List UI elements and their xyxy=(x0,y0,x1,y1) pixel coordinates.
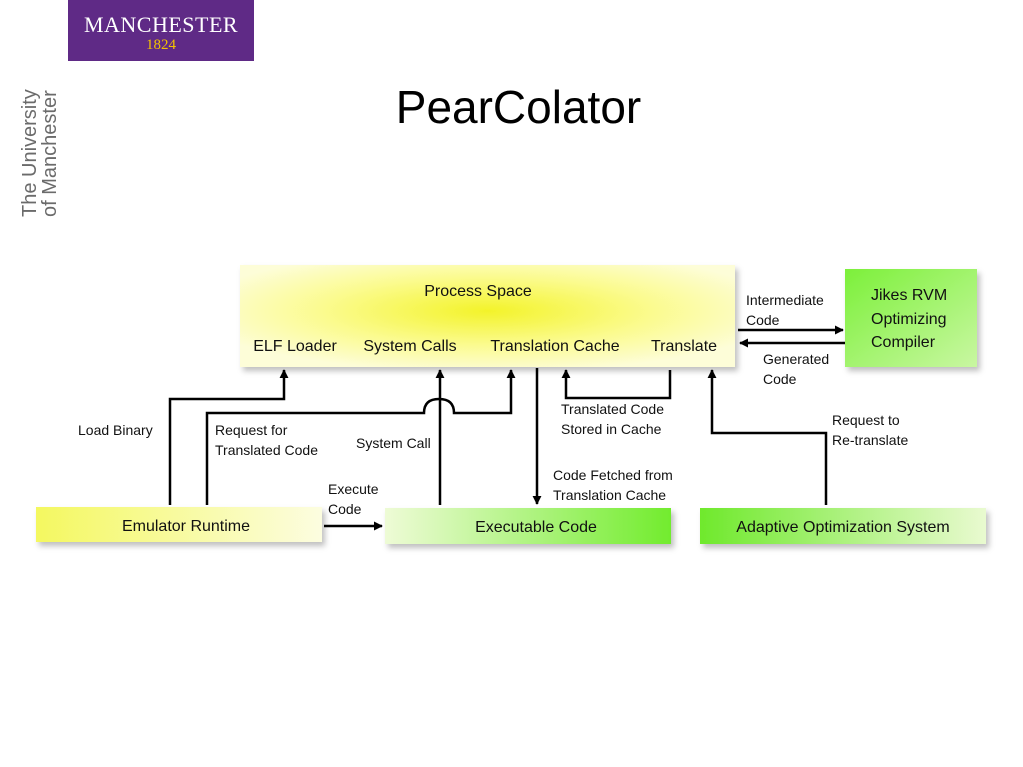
translation-cache-label: Translation Cache xyxy=(490,338,619,355)
system-call-label: System Call xyxy=(356,435,431,451)
logo-year: 1824 xyxy=(146,37,176,53)
load-binary-label: Load Binary xyxy=(78,422,153,438)
process-space-box xyxy=(240,265,735,367)
translated-stored-arrow xyxy=(561,369,672,400)
executable-code-label: Executable Code xyxy=(475,519,597,536)
intermediate-label-2: Code xyxy=(746,312,780,328)
translated-stored-label-1: Translated Code xyxy=(561,401,664,417)
university-logo: MANCHESTER 1824 xyxy=(68,0,254,61)
load-binary-arrow xyxy=(168,369,289,505)
generated-label-1: Generated xyxy=(763,351,829,367)
executable-code-box xyxy=(385,508,671,544)
adaptive-optimization-box xyxy=(700,508,986,544)
translated-stored-label-2: Stored in Cache xyxy=(561,421,662,437)
jikes-line3: Compiler xyxy=(871,334,936,351)
execute-label-1: Execute xyxy=(328,481,379,497)
jikes-line1: Jikes RVM xyxy=(871,287,947,304)
intermediate-label-1: Intermediate xyxy=(746,292,824,308)
request-translated-label-1: Request for xyxy=(215,422,288,438)
slide-title: PearColator xyxy=(395,81,642,133)
code-fetched-label-1: Code Fetched from xyxy=(553,467,673,483)
code-fetched-label-2: Translation Cache xyxy=(553,487,666,503)
adaptive-optimization-label: Adaptive Optimization System xyxy=(736,519,949,536)
retranslate-label-2: Re-translate xyxy=(832,432,908,448)
execute-label-2: Code xyxy=(328,501,362,517)
retranslate-arrow xyxy=(707,369,828,505)
retranslate-label-1: Request to xyxy=(832,412,900,428)
generated-label-2: Code xyxy=(763,371,797,387)
jikes-line2: Optimizing xyxy=(871,311,947,328)
emulator-runtime-label: Emulator Runtime xyxy=(122,518,250,535)
elf-loader-label: ELF Loader xyxy=(253,338,337,355)
request-translated-label-2: Translated Code xyxy=(215,442,318,458)
emulator-runtime-box xyxy=(36,507,322,542)
translate-label: Translate xyxy=(651,338,717,355)
process-space-title: Process Space xyxy=(424,283,532,300)
logo-wordmark: MANCHESTER xyxy=(83,12,239,37)
system-calls-label: System Calls xyxy=(363,338,456,355)
jikes-compiler-box xyxy=(845,269,977,367)
